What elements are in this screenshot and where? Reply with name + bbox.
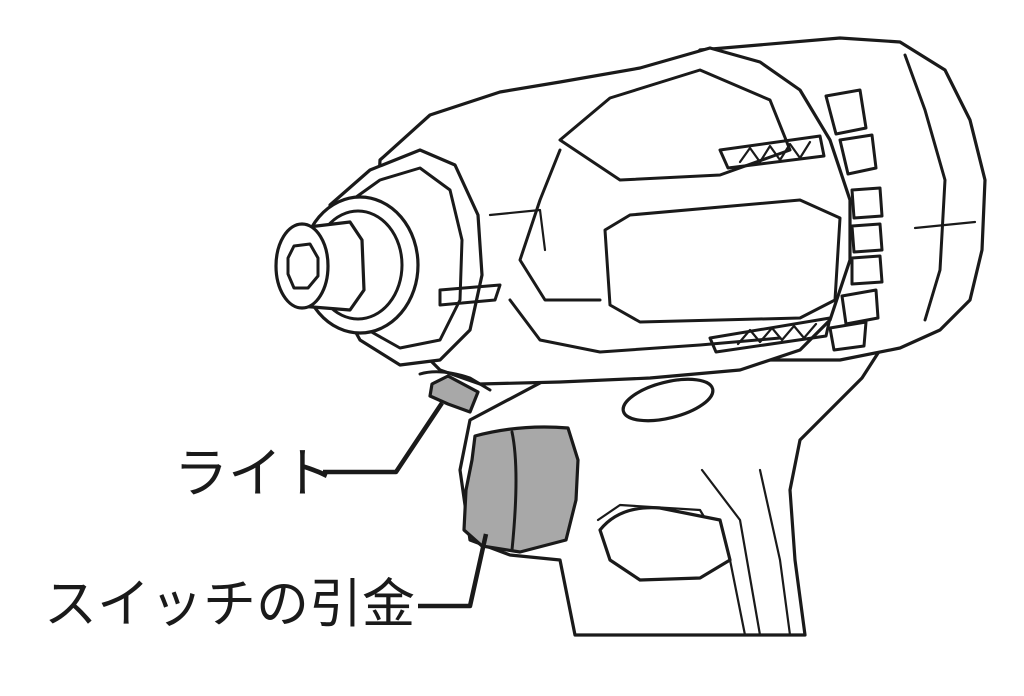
vent-slot xyxy=(824,88,868,136)
hammer-case-ridge xyxy=(518,148,602,302)
case-grille-bottom xyxy=(708,316,832,354)
case-grille-top xyxy=(718,134,826,170)
bit-holder-face xyxy=(274,222,330,310)
hammer-case-lower-panel xyxy=(508,298,782,354)
handle-rib-1 xyxy=(700,468,762,637)
hex-socket xyxy=(286,242,320,290)
light-label: ライト xyxy=(174,442,336,505)
front-cap-notch xyxy=(438,283,502,307)
light-leader-line xyxy=(323,401,444,475)
vent-slot xyxy=(850,254,884,286)
vent-slots xyxy=(824,88,884,352)
trigger-edge xyxy=(510,430,518,552)
vent-slot xyxy=(850,186,884,220)
trigger xyxy=(462,425,580,554)
handle-grip-pad xyxy=(598,506,732,582)
vent-slot xyxy=(850,222,884,254)
case-grille-bottom-teeth xyxy=(736,322,818,346)
handle-oval-badge xyxy=(621,377,715,423)
vent-slot xyxy=(828,320,868,352)
light-housing xyxy=(418,370,492,392)
trigger-label: スイッチの引金 xyxy=(44,574,415,635)
trigger-leader-line xyxy=(418,533,489,609)
front-cap-rib xyxy=(488,208,547,252)
vent-slot xyxy=(838,133,878,176)
hammer-case-side-panel xyxy=(603,198,842,324)
handle-inner-panel xyxy=(596,503,747,637)
light-lens xyxy=(428,374,480,414)
motor-housing-seam xyxy=(903,53,947,322)
case-grille-top-teeth xyxy=(738,140,812,164)
hammer-case-top-panel xyxy=(558,68,792,182)
handle-rib-2 xyxy=(758,468,792,637)
vent-slot xyxy=(840,288,880,326)
motor-rear-groove xyxy=(913,220,977,230)
